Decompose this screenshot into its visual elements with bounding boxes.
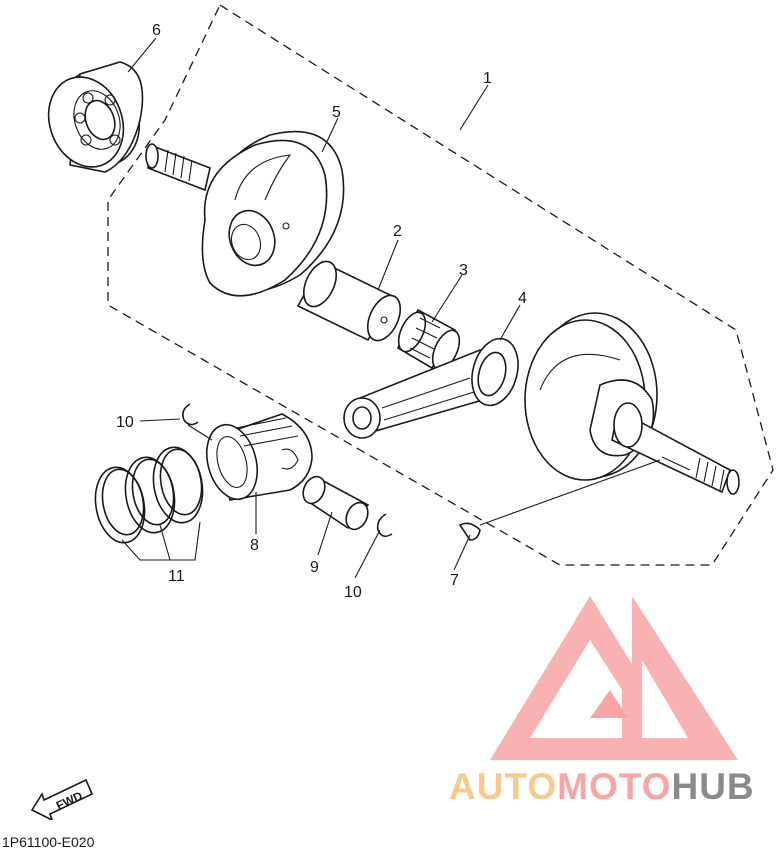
assembly-outline [107,4,774,566]
connecting-rod [343,337,519,439]
circlip-top [182,403,199,426]
callout-6: 6 [152,22,161,39]
callout-1: 1 [483,70,492,87]
callout-10-top: 10 [116,414,134,431]
watermark-part-moto: MOTO [557,766,672,807]
watermark-part-auto: AUTO [449,766,558,807]
diagram-code: 1P61100-E020 [2,834,95,850]
needle-bearing [396,308,461,371]
crank-web-left [145,130,345,297]
piston-rings [94,446,204,544]
watermark-text: AUTOMOTOHUB [449,766,755,808]
callout-8: 8 [250,537,259,554]
crank-pin [296,260,402,342]
piston-pin [302,475,370,531]
watermark-logo [490,596,738,760]
crank-web-right [524,312,740,495]
piston [206,413,313,501]
callout-9: 9 [310,559,319,576]
callout-10-bottom: 10 [344,584,362,601]
woodruff-key [458,522,481,541]
callout-4: 4 [518,290,527,307]
callout-7: 7 [450,572,459,589]
callout-5: 5 [332,104,341,121]
fwd-arrow: FWD [28,768,98,825]
bearing-part [47,61,144,173]
callout-2: 2 [393,223,402,240]
callout-3: 3 [459,262,468,279]
callout-11: 11 [168,568,185,585]
fwd-label: FWD [54,788,85,812]
fwd-arrow-icon: FWD [30,778,94,822]
watermark-part-hub: HUB [671,766,755,807]
leader-lines [121,37,661,579]
circlip-bottom [376,513,393,538]
